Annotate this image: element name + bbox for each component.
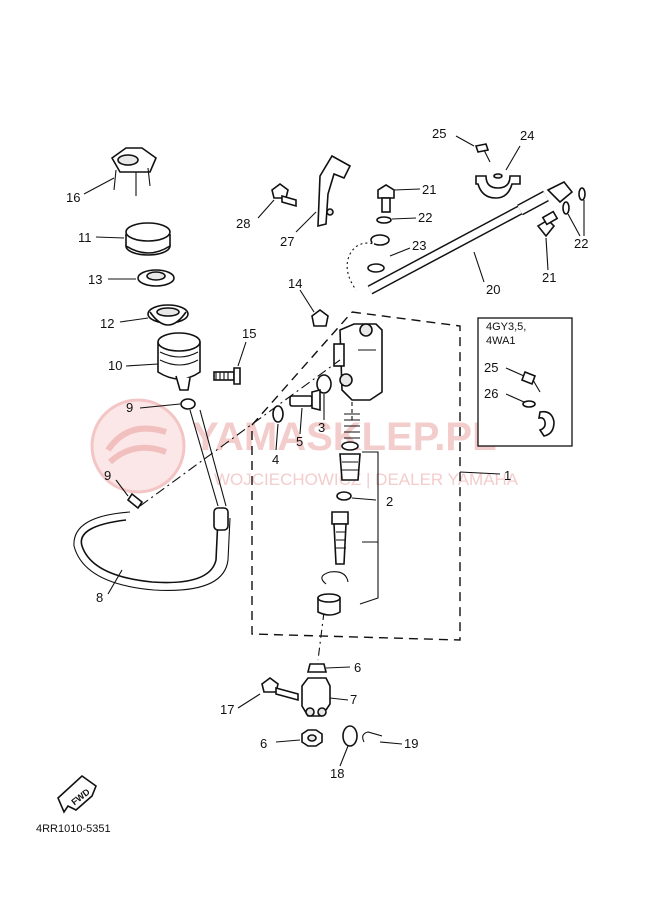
clevis-7 <box>301 677 349 717</box>
push-rod <box>331 511 349 565</box>
clip-9-upper <box>139 398 196 410</box>
label-9-upper: 9 <box>126 400 133 415</box>
fwd-arrow-icon: FWD <box>57 774 97 814</box>
part-labels: 16 11 13 12 10 15 9 9 8 14 28 27 21 22 2… <box>66 126 588 781</box>
fitting-5 <box>289 388 321 435</box>
label-26: 26 <box>484 386 498 401</box>
inset-title-line-2: 4WA1 <box>486 335 516 347</box>
label-4-main: 4 <box>272 452 279 467</box>
label-17: 17 <box>220 702 234 717</box>
reservoir-cap-11 <box>95 222 171 256</box>
clip-9-lower <box>115 479 144 510</box>
label-3: 3 <box>318 420 325 435</box>
label-14: 14 <box>288 276 302 291</box>
label-6-lower: 6 <box>260 736 267 751</box>
bolt-28 <box>257 183 297 219</box>
clamp-26-icon <box>538 410 555 437</box>
master-cylinder-1 <box>333 323 383 401</box>
boot <box>317 593 341 616</box>
washer-26-icon <box>522 400 536 408</box>
diagram-code: 4RR1010-5351 <box>36 823 111 835</box>
cotter-pin-19 <box>362 731 403 745</box>
union-bolt-21-right <box>536 210 559 271</box>
connection-lines <box>139 359 353 661</box>
label-2: 2 <box>386 494 393 509</box>
label-6-upper: 6 <box>354 660 361 675</box>
hose-8 <box>73 409 231 595</box>
watermark-sub-text: WOJCIECHOWICZ | DEALER YAMAHA <box>214 470 519 489</box>
washer-18 <box>339 725 358 767</box>
screw-25-top <box>455 135 491 163</box>
label-11: 11 <box>78 230 92 245</box>
watermark: YAMASKLEP.PL WOJCIECHOWICZ | DEALER YAMA… <box>90 398 519 494</box>
label-21-right: 21 <box>542 270 556 285</box>
nut-6-upper <box>306 663 351 673</box>
label-20: 20 <box>486 282 500 297</box>
gasket-22-right <box>562 187 586 237</box>
label-25-inset: 25 <box>484 360 498 375</box>
piston-upper <box>339 453 361 481</box>
screw-25-inset-icon <box>520 370 537 386</box>
cap-stay-16 <box>83 147 157 196</box>
label-19: 19 <box>404 736 418 751</box>
seal-cup <box>341 441 359 451</box>
nut-6-lower <box>275 729 323 747</box>
diaphragm-12 <box>119 304 189 326</box>
model-inset-box: 4GY3,5, 4WA1 <box>477 317 573 447</box>
washer-2 <box>336 491 377 501</box>
label-23: 23 <box>412 238 426 253</box>
watermark-main-text: YAMASKLEP.PL <box>192 415 497 459</box>
union-bolt-21-top <box>377 184 421 213</box>
plate-13 <box>108 269 175 287</box>
label-16: 16 <box>66 190 80 205</box>
label-10: 10 <box>108 358 122 373</box>
circlip <box>321 571 349 585</box>
bracket-27 <box>295 154 352 233</box>
assembly-bracket-lines <box>359 451 379 605</box>
label-8: 8 <box>96 590 103 605</box>
brake-hose-20 <box>344 180 574 295</box>
banjo-23 <box>367 234 411 273</box>
label-7: 7 <box>350 692 357 707</box>
label-21-top: 21 <box>422 182 436 197</box>
label-25-top: 25 <box>432 126 446 141</box>
label-1: 1 <box>504 468 511 483</box>
label-13: 13 <box>88 272 102 287</box>
clamp-24 <box>475 145 521 199</box>
label-18: 18 <box>330 766 344 781</box>
label-15: 15 <box>242 326 256 341</box>
label-28: 28 <box>236 216 250 231</box>
bolt-15 <box>213 341 247 385</box>
label-12: 12 <box>100 316 114 331</box>
gasket-22-top <box>376 216 417 224</box>
washer-4 <box>272 405 284 451</box>
spring <box>344 413 360 439</box>
master-cylinder-assembly-box <box>251 311 501 641</box>
label-22-top: 22 <box>418 210 432 225</box>
reservoir-10 <box>125 332 201 391</box>
pin-17 <box>237 677 299 709</box>
label-24: 24 <box>520 128 534 143</box>
bolt-14 <box>299 289 329 327</box>
o-ring-3 <box>316 374 332 420</box>
label-27: 27 <box>280 234 294 249</box>
label-5: 5 <box>296 434 303 449</box>
label-22-right: 22 <box>574 236 588 251</box>
label-9-lower: 9 <box>104 468 111 483</box>
inset-title-line-1: 4GY3,5, <box>486 321 526 333</box>
